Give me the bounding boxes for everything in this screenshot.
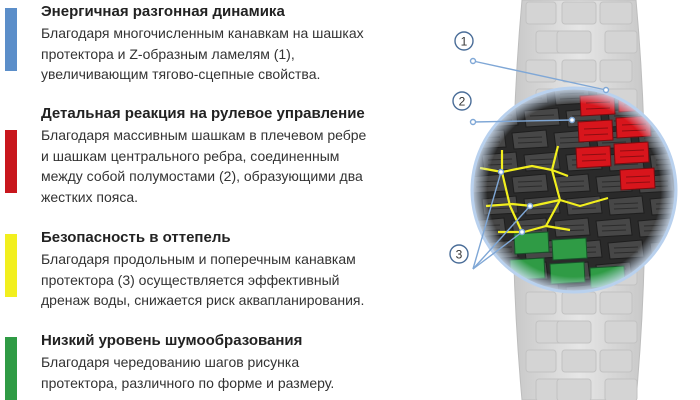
- ghost-block: [556, 378, 592, 400]
- feature-text: Детальная реакция на рулевое управление …: [41, 104, 431, 207]
- sipe: [487, 290, 513, 292]
- color-bar-green: [5, 337, 17, 400]
- callout-badge-2: 2: [452, 91, 472, 111]
- sipe: [643, 97, 669, 100]
- sipe: [655, 290, 676, 292]
- tire-tread-diagram: 1 2 3: [440, 0, 700, 400]
- callout-lines: [469, 57, 610, 270]
- ghost-block: [561, 1, 597, 25]
- feature-line: и шашкам центрального ребра, соединенным: [41, 147, 340, 164]
- ghost-block: [599, 59, 633, 83]
- feature-line: Благодаря чередованию шагов рисунка: [41, 354, 300, 370]
- ghost-block: [525, 59, 557, 83]
- tread-block: [637, 88, 675, 106]
- feature-text: Низкий уровень шумообразования Благодаря…: [41, 331, 431, 393]
- feature-line: протектора и Z-образным ламелям (1),: [41, 45, 295, 62]
- ghost-block: [525, 349, 557, 373]
- feature-line: Благодаря многочисленным канавкам на шаш…: [41, 25, 364, 41]
- svg-text:1: 1: [461, 35, 468, 49]
- sipe: [475, 97, 501, 100]
- ghost-block: [556, 30, 592, 54]
- color-bar-yellow: [5, 234, 17, 297]
- callout-badge-1: 1: [454, 31, 474, 51]
- sipe: [656, 296, 680, 297]
- sipe: [643, 92, 669, 95]
- sipe: [655, 119, 676, 122]
- feature-text: Энергичная разгонная динамика Благодаря …: [41, 2, 431, 85]
- feature-title: Энергичная разгонная динамика: [41, 3, 285, 20]
- ghost-block: [525, 1, 557, 25]
- sipe: [475, 92, 501, 95]
- feature-line: Благодаря массивным шашкам в плечевом ре…: [41, 127, 367, 143]
- callout-badge-3: 3: [449, 244, 469, 264]
- sipe: [655, 114, 676, 117]
- feature-line: дренаж воды, снижается риск аквапланиров…: [41, 292, 365, 308]
- ghost-block: [561, 349, 597, 373]
- ghost-block: [561, 59, 597, 83]
- tire-svg: 1 2 3: [449, 0, 680, 400]
- ghost-block: [556, 320, 592, 344]
- ghost-block: [604, 30, 638, 54]
- ghost-block: [561, 291, 597, 315]
- sipe: [643, 268, 669, 271]
- feature-line: увеличивающим тягово-сцепные свойства.: [41, 66, 321, 82]
- sipe: [475, 273, 501, 276]
- feature-line: Благодаря продольным и поперечным канавк…: [41, 251, 356, 267]
- feature-line: протектора, различного по форме и размер…: [41, 374, 335, 391]
- ghost-block: [525, 291, 557, 315]
- svg-text:2: 2: [459, 95, 466, 109]
- feature-title: Низкий уровень шумообразования: [41, 332, 303, 349]
- sipe: [643, 273, 669, 276]
- ghost-block: [599, 349, 633, 373]
- tread-block: [649, 107, 676, 128]
- feature-line: жестких пояса.: [41, 188, 139, 205]
- feature-text: Безопасность в оттепель Благодаря продол…: [41, 228, 431, 311]
- tread-block: [481, 283, 519, 292]
- tread-block: [649, 283, 676, 292]
- ghost-block: [604, 320, 638, 344]
- tread-block: [472, 261, 507, 282]
- feature-line: протектора (3) осуществляется эффективны…: [41, 271, 340, 288]
- sipe: [488, 296, 512, 297]
- feature-line: между собой полумостами (2), образующими…: [41, 168, 363, 184]
- feature-title: Безопасность в оттепель: [41, 229, 231, 246]
- magnifier-lens: [470, 86, 678, 294]
- tread-block: [472, 88, 507, 106]
- sipe: [475, 268, 501, 271]
- color-bar-red: [5, 130, 17, 193]
- sipe: [655, 251, 676, 254]
- svg-text:3: 3: [456, 248, 463, 262]
- ghost-block: [604, 378, 638, 400]
- feature-list: Энергичная разгонная динамика Благодаря …: [5, 2, 431, 400]
- ghost-block: [599, 1, 633, 25]
- ghost-block: [599, 291, 633, 315]
- feature-title: Детальная реакция на рулевое управление: [41, 105, 365, 122]
- color-bar-blue: [5, 8, 17, 71]
